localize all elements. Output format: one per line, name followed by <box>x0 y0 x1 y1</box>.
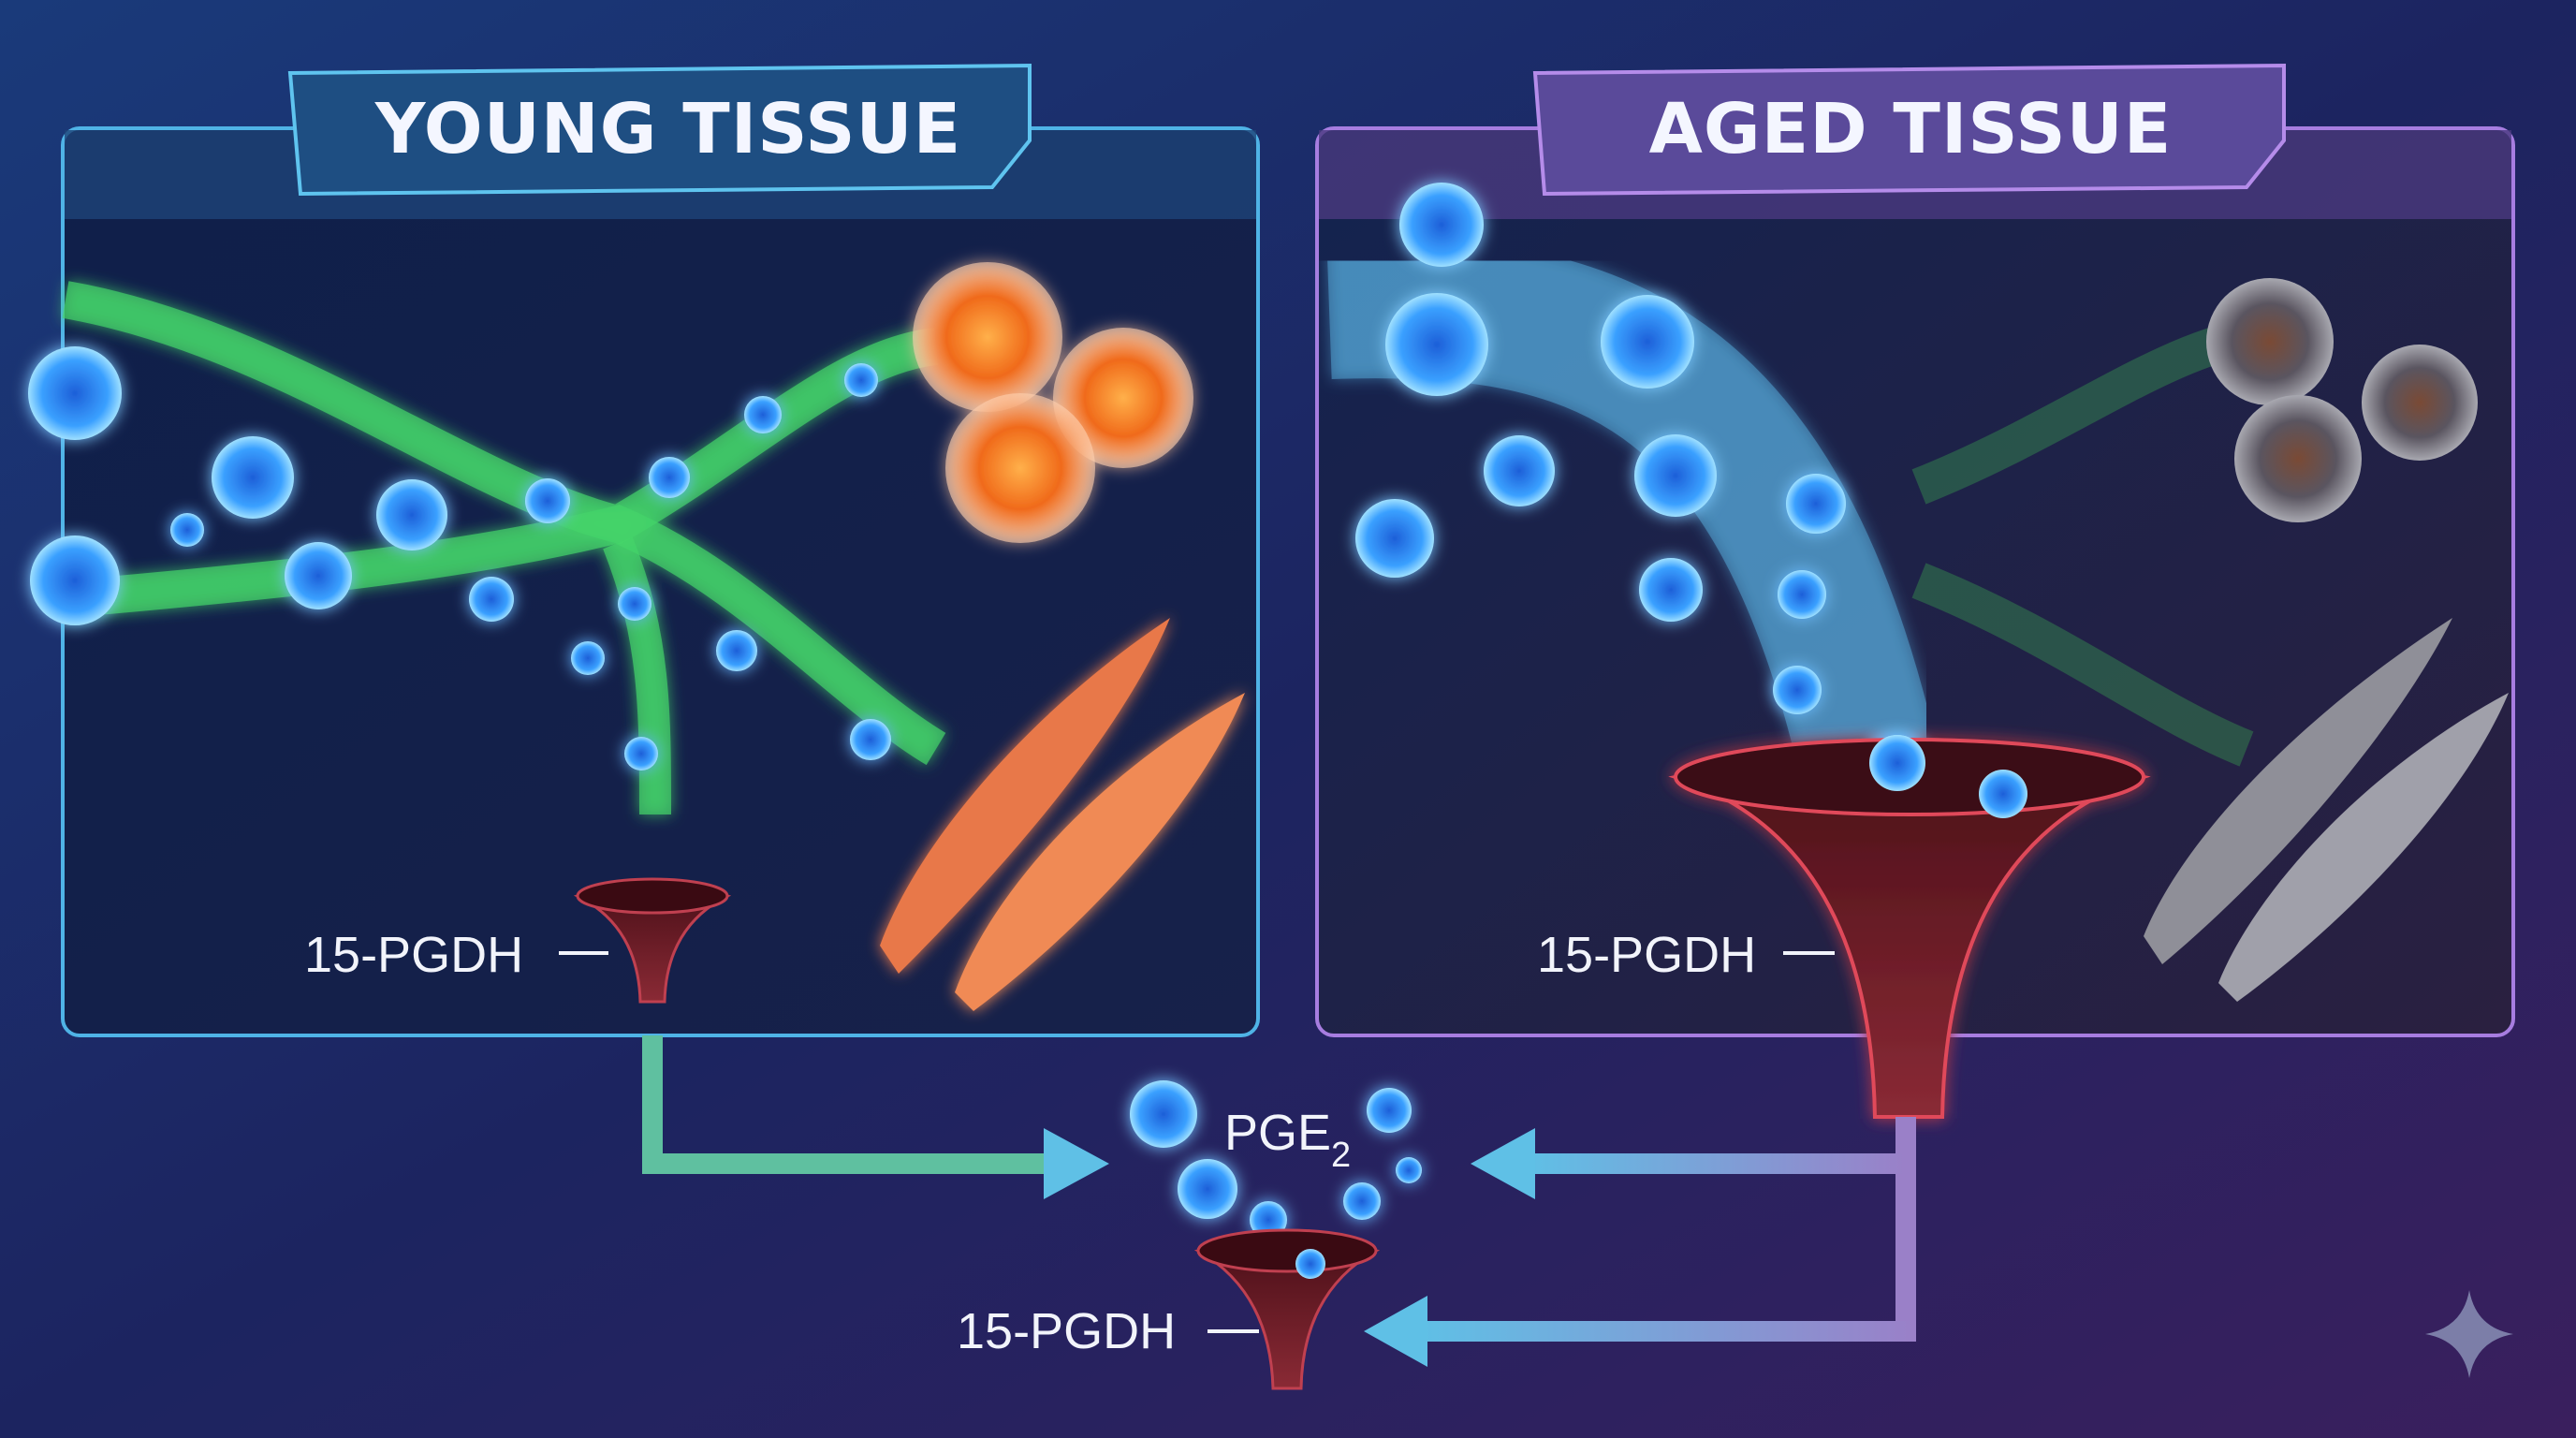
young-enzyme-label: 15-PGDH <box>304 927 523 983</box>
center-pge2-molecules <box>1130 1080 1422 1239</box>
young-muscle-fibers <box>880 618 1245 1011</box>
pge2-label: PGE2 <box>1224 1105 1351 1175</box>
young-tissue-panel: 15-PGDH <box>28 126 1260 1037</box>
young-stem-cells <box>913 262 1193 543</box>
young-pge2-molecules <box>28 346 891 770</box>
center-enzyme-label: 15-PGDH <box>957 1303 1176 1359</box>
aged-enzyme-label: 15-PGDH <box>1537 927 1756 983</box>
young-title-plate: YOUNG TISSUE <box>287 63 1032 197</box>
aged-15-pgdh-funnel <box>1668 735 2151 1119</box>
aged-tissue-title: AGED TISSUE <box>1649 89 2173 169</box>
young-tissue-title: YOUNG TISSUE <box>374 89 961 169</box>
sparkle-icon <box>2425 1290 2513 1378</box>
young-15-pgdh-funnel <box>573 877 732 1004</box>
aged-tissue-panel: 15-PGDH <box>1315 126 2515 1119</box>
center-15-pgdh-funnel <box>1193 1228 1381 1390</box>
aged-title-plate: AGED TISSUE <box>1532 63 2286 197</box>
young-vessel <box>62 281 946 815</box>
aged-muscle-fibers <box>2144 618 2509 1002</box>
young-to-center-arrow <box>642 1035 1109 1199</box>
aged-senescent-cells <box>2206 278 2478 522</box>
aged-to-center-arrow <box>1364 1117 1916 1367</box>
